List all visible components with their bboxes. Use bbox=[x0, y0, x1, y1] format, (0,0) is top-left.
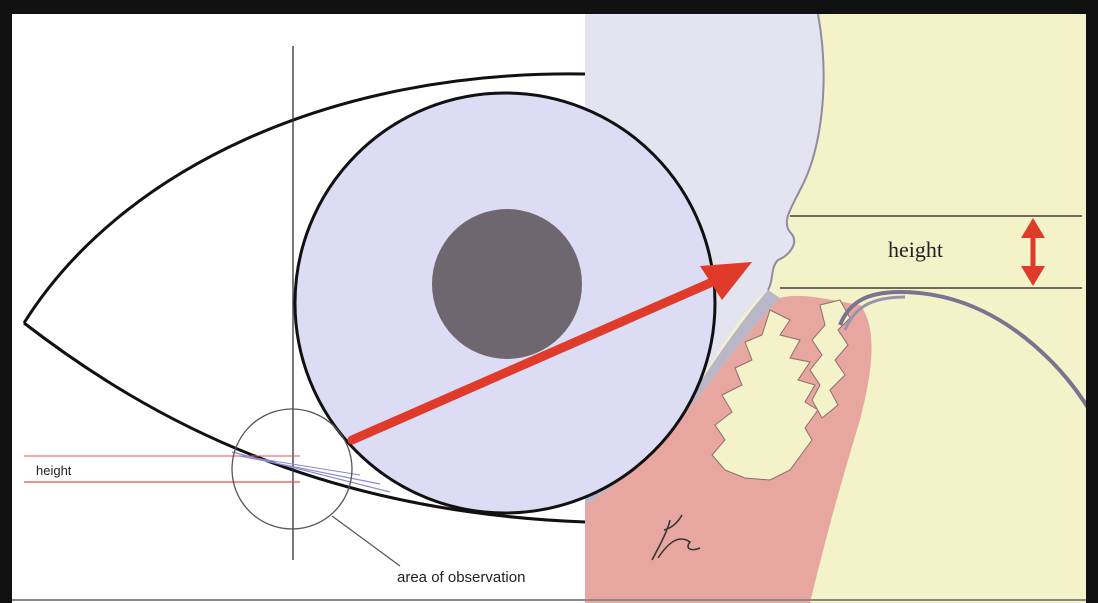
left-height-label: height bbox=[36, 463, 72, 478]
right-height-label: height bbox=[888, 237, 943, 262]
area-of-observation-label: area of observation bbox=[397, 569, 525, 586]
pupil bbox=[432, 209, 582, 359]
